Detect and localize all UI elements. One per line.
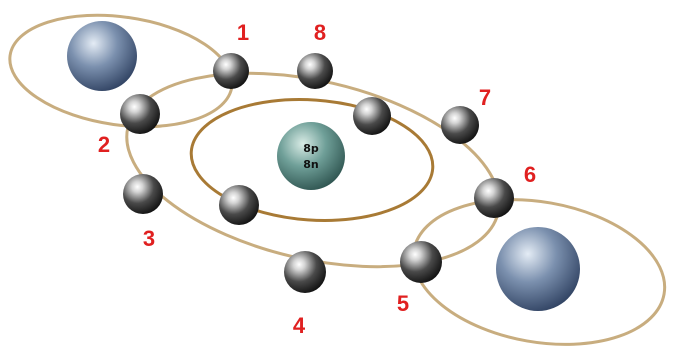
right-atom [496,227,580,311]
label-8: 8 [314,20,326,45]
electron-6 [474,178,514,218]
label-3: 3 [143,226,155,251]
nucleus-neutrons: 8n [303,158,319,171]
nucleus-protons: 8p [303,142,319,155]
label-7: 7 [479,85,491,110]
label-5: 5 [397,291,409,316]
electron-inner-top [353,97,391,135]
left-atom [67,21,137,91]
label-2: 2 [98,132,110,157]
label-6: 6 [524,162,536,187]
electron-4 [284,251,326,293]
electron-8 [297,53,333,89]
label-4: 4 [293,313,306,338]
electron-5 [400,241,442,283]
nucleus: 8p 8n [277,122,345,190]
electron-3 [123,174,163,214]
electron-2 [120,94,160,134]
electron-7 [441,106,479,144]
electron-inner-bottom [219,185,259,225]
label-1: 1 [237,20,249,45]
nucleus-sphere [277,122,345,190]
electron-1 [213,53,249,89]
